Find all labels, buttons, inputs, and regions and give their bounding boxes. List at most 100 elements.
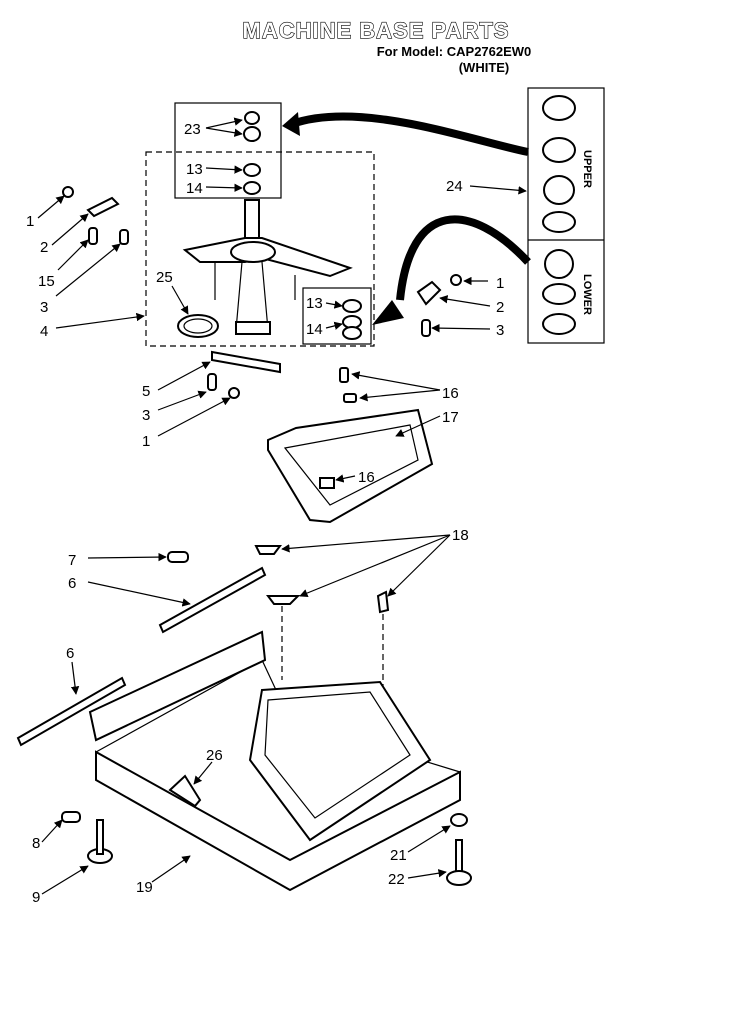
callout-1-left: 1 <box>26 213 34 230</box>
clip-16-a <box>339 367 349 383</box>
leader-1-left <box>37 195 65 219</box>
kit-grommet-upper-2 <box>542 137 576 163</box>
pointer-arrow-lower <box>396 215 531 301</box>
clip-18-a <box>254 545 282 555</box>
foot-9-stem <box>96 819 104 855</box>
callout-15: 15 <box>38 273 55 290</box>
callout-6-lower: 6 <box>66 645 74 662</box>
spider-legs <box>214 261 296 331</box>
grommet-23-top <box>244 111 260 125</box>
callout-16-frame: 16 <box>358 469 375 486</box>
callout-1-right: 1 <box>496 275 504 292</box>
leader-16-b <box>359 389 441 402</box>
callout-17: 17 <box>442 409 459 426</box>
leader-17 <box>395 415 441 437</box>
leader-16-c <box>335 474 356 483</box>
leader-14-b <box>325 321 343 330</box>
callout-6-upper: 6 <box>68 575 76 592</box>
pump-mount-plate <box>235 321 271 335</box>
callout-5: 5 <box>142 383 150 400</box>
leader-16-a <box>351 371 441 391</box>
pointer-arrowhead-upper <box>282 112 300 136</box>
kit-grommet-upper-1 <box>542 95 576 121</box>
pointer-arrow-upper <box>290 112 529 156</box>
leader-18-a <box>281 534 451 553</box>
pointer-arrowhead-lower <box>372 300 404 325</box>
callout-19: 19 <box>136 879 153 896</box>
leader-24 <box>469 185 527 195</box>
callout-labels: 23 13 14 24 1 2 15 3 4 25 1 2 3 13 14 5 … <box>26 121 504 906</box>
leader-3-center <box>157 390 207 411</box>
callout-22: 22 <box>388 871 405 888</box>
callout-14-right: 14 <box>306 321 323 338</box>
base-side-panel <box>88 630 267 742</box>
leader-2-left <box>51 213 89 246</box>
callout-16-top: 16 <box>442 385 459 402</box>
leader-2-right <box>439 295 491 307</box>
grommet-kit-panel: UPPER LOWER <box>527 87 605 344</box>
spider-hub <box>230 241 276 263</box>
leader-7 <box>87 552 167 562</box>
suspension-frame-inner <box>283 424 419 506</box>
leader-13-b <box>325 300 343 309</box>
callout-13-upper: 13 <box>186 161 203 178</box>
upper-label: UPPER <box>581 150 593 188</box>
callout-25: 25 <box>156 269 173 286</box>
suspension-frame-17 <box>267 408 434 524</box>
leader-5 <box>157 361 211 391</box>
callout-2-left: 2 <box>40 239 48 256</box>
rail-6-lower <box>16 676 127 747</box>
assembly-dashed-outline <box>145 151 375 347</box>
leader-23-a <box>205 117 243 129</box>
bracket-26 <box>168 774 202 808</box>
leader-3-left <box>55 243 121 297</box>
rail-6-upper <box>158 566 267 634</box>
callout-24: 24 <box>446 178 463 195</box>
spring-15 <box>88 227 98 245</box>
pin-8 <box>61 811 81 823</box>
clip-3-right <box>421 319 431 337</box>
callout-8: 8 <box>32 835 40 852</box>
leader-26 <box>193 761 213 785</box>
kit-grommet-upper-4 <box>542 211 576 233</box>
callout-14-upper: 14 <box>186 180 203 197</box>
screw-1-right <box>450 274 462 286</box>
callout-3-center: 3 <box>142 407 150 424</box>
leader-19 <box>151 855 191 883</box>
model-number-line: For Model: CAP2762EW0 <box>376 44 532 59</box>
grommet-box-upper <box>174 102 282 199</box>
callout-1-center: 1 <box>142 433 150 450</box>
bracket-5 <box>211 350 281 374</box>
clip-3-left <box>119 229 129 245</box>
leader-23-b <box>205 127 243 137</box>
clip-3-center <box>207 373 217 391</box>
kit-panel-frame <box>527 87 605 344</box>
screw-1-left <box>62 186 74 198</box>
kit-grommet-lower-1 <box>544 249 574 279</box>
transmission-assembly-group <box>62 102 462 399</box>
spring-7 <box>167 551 189 563</box>
leader-3-right <box>431 323 491 333</box>
leader-1-center <box>157 397 231 437</box>
callout-21: 21 <box>390 847 407 864</box>
grommet-box-right <box>302 287 372 345</box>
leader-15 <box>57 239 89 271</box>
nut-21 <box>450 813 468 827</box>
leader-6-a <box>87 581 191 607</box>
callout-3-left: 3 <box>40 299 48 316</box>
callout-2-right: 2 <box>496 299 504 316</box>
leader-lines <box>37 117 527 895</box>
leveling-leg-stem <box>455 839 463 875</box>
kit-grommet-lower-2 <box>542 283 576 305</box>
leader-6-b <box>70 661 80 695</box>
leader-22 <box>407 869 447 879</box>
grommet-14-right-lower <box>342 326 362 340</box>
grommet-13-right <box>342 299 362 313</box>
leader-13-a <box>205 165 243 174</box>
leader-18-c <box>387 534 451 597</box>
callout-13-right: 13 <box>306 295 323 312</box>
center-pedestal-inner <box>264 691 411 819</box>
drive-belt-inner <box>183 318 213 334</box>
clip-16-c <box>319 477 335 489</box>
